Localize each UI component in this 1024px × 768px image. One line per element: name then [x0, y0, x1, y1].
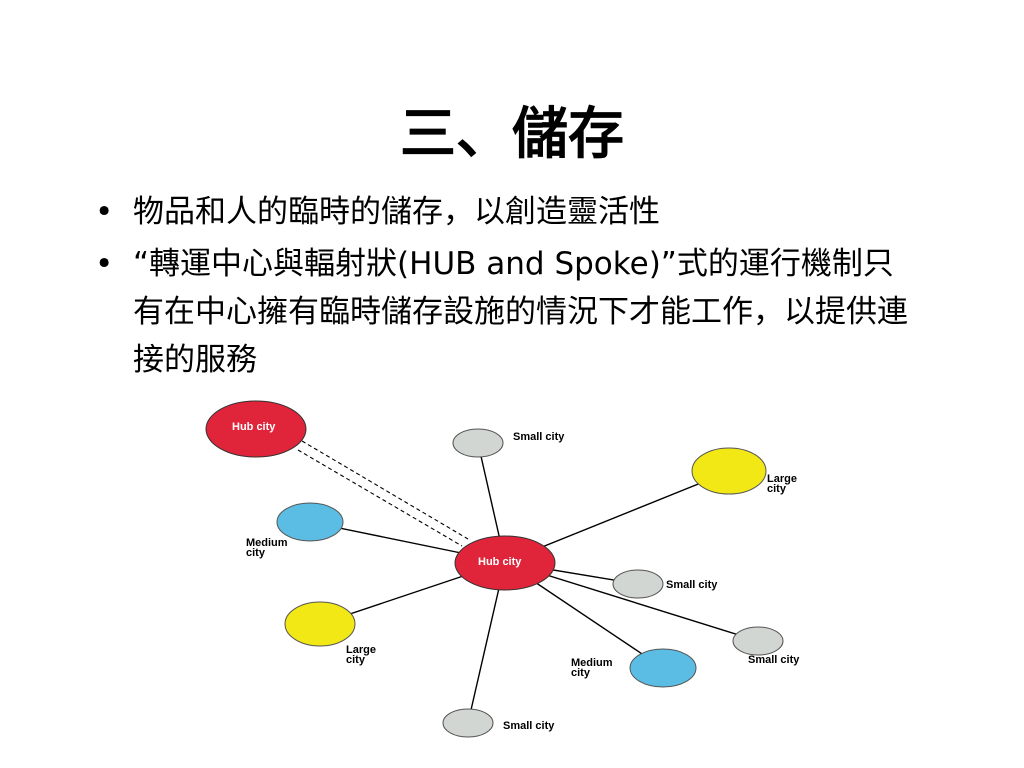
spoke-line — [504, 561, 759, 642]
node-small-bottom: Small city — [442, 708, 555, 738]
spoke-line — [477, 442, 506, 563]
hub-city-circle — [454, 535, 556, 591]
bullet-item: • 物品和人的臨時的儲存，以創造靈活性 — [95, 188, 915, 236]
large-city-label: Large — [346, 644, 376, 656]
spoke-line — [319, 561, 506, 625]
hub-city-circle — [205, 400, 307, 458]
spoke-line — [467, 561, 506, 724]
node-large-left: Large city — [284, 601, 376, 666]
large-city-circle — [691, 447, 767, 495]
hub-city-label: Hub city — [232, 421, 276, 433]
node-medium-left: Medium city — [246, 502, 344, 559]
bullet-item: • “轉運中心與輻射狀(HUB and Spoke)”式的運行機制只有在中心擁有… — [95, 240, 915, 384]
medium-city-circle — [629, 648, 697, 688]
small-city-circle — [732, 626, 784, 656]
spoke-line — [504, 561, 639, 585]
node-hub-top: Hub city — [205, 400, 307, 458]
bullet-text: “轉運中心與輻射狀(HUB and Spoke)”式的運行機制只有在中心擁有臨時… — [133, 246, 908, 378]
node-small-far-right: Small city — [732, 626, 800, 666]
spoke-lines — [309, 442, 759, 724]
small-city-circle — [452, 428, 504, 458]
large-city-label: Large — [767, 473, 797, 485]
large-city-circle — [284, 601, 356, 647]
spoke-line — [504, 561, 664, 669]
hub-city-label: Hub city — [478, 556, 522, 568]
medium-city-circle — [276, 502, 344, 542]
small-city-label: Small city — [748, 654, 800, 666]
small-city-label: Small city — [503, 720, 555, 732]
large-city-label: city — [767, 483, 787, 495]
bullet-list: • 物品和人的臨時的儲存，以創造靈活性 • “轉運中心與輻射狀(HUB and … — [95, 188, 915, 388]
hub-link — [297, 440, 469, 547]
medium-city-label: city — [246, 547, 266, 559]
node-large-right: Large city — [691, 447, 797, 495]
hub-link-line — [301, 440, 469, 540]
small-city-label: Small city — [666, 579, 718, 591]
node-small-mid-right: Small city — [612, 569, 718, 599]
node-medium-bottom: Medium city — [571, 648, 697, 688]
small-city-circle — [442, 708, 494, 738]
small-city-label: Small city — [513, 431, 565, 443]
bullet-text: 物品和人的臨時的儲存，以創造靈活性 — [133, 194, 660, 230]
spoke-line — [504, 471, 729, 563]
hub-link-line — [297, 449, 463, 547]
bullet-marker: • — [95, 246, 114, 282]
large-city-label: city — [346, 654, 366, 666]
medium-city-label: Medium — [246, 537, 288, 549]
node-small-top: Small city — [452, 428, 565, 458]
medium-city-label: city — [571, 667, 591, 679]
small-city-circle — [612, 569, 664, 599]
medium-city-label: Medium — [571, 657, 613, 669]
node-hub-center: Hub city — [454, 535, 556, 591]
bullet-marker: • — [95, 194, 114, 230]
slide-title: 三、儲存 — [400, 101, 624, 167]
spoke-line — [309, 521, 506, 563]
